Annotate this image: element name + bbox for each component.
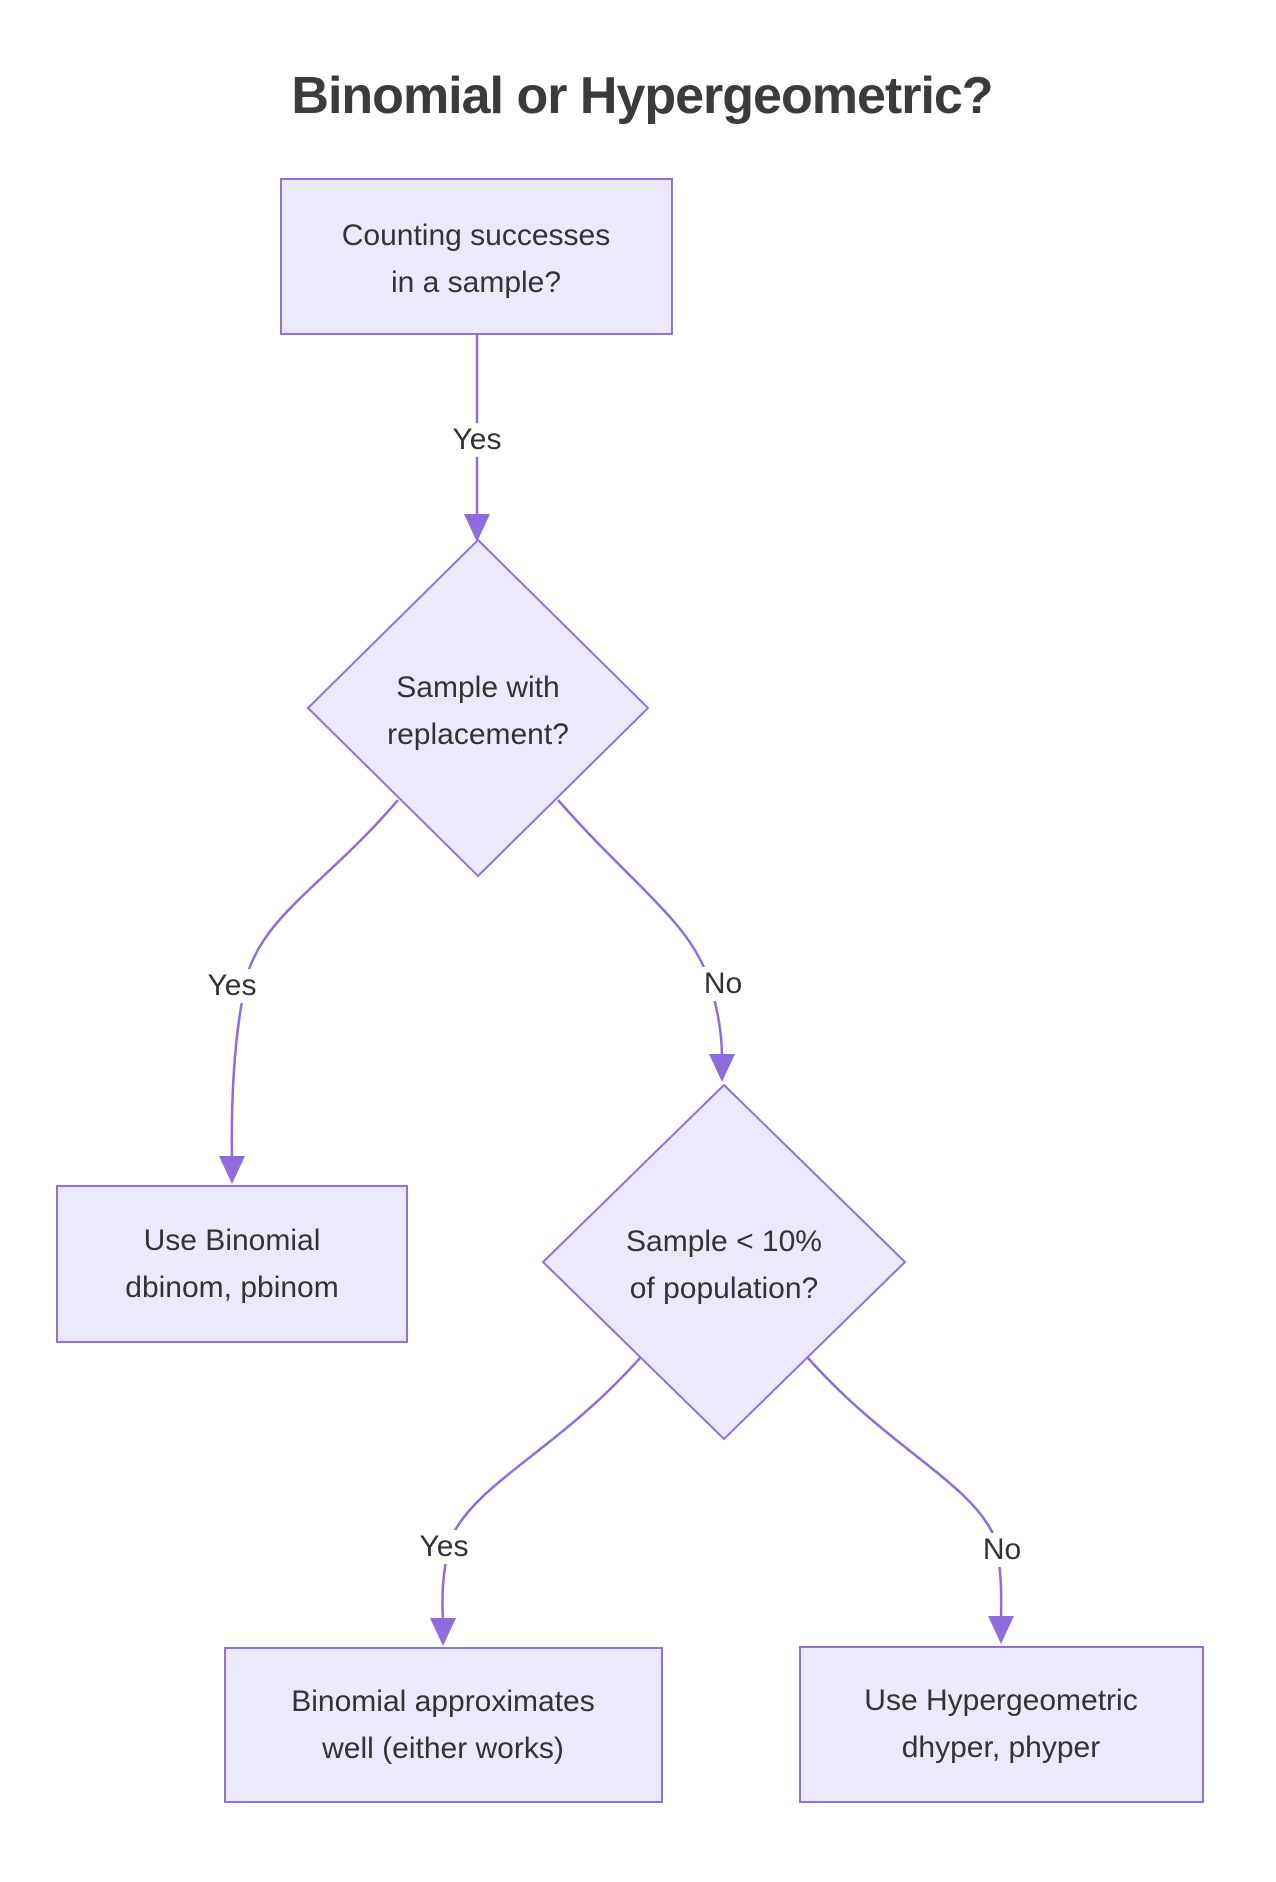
replacement-decision-diamond xyxy=(306,538,650,878)
arrowhead-replacement-to-sample xyxy=(709,1054,735,1082)
counting-node-label: Counting successes in a sample? xyxy=(342,212,610,306)
binomial-approx-node-line1: Binomial approximates xyxy=(291,1685,595,1718)
edge-sample-to-hypergeometric xyxy=(807,1357,1003,1621)
arrowhead-sample-to-hypergeometric xyxy=(988,1616,1014,1644)
replacement-node-line2: replacement? xyxy=(387,718,569,751)
sample-10pct-node-line2: of population? xyxy=(629,1272,819,1305)
edge-label-sample-no: No xyxy=(977,1533,1027,1567)
edge-label-replacement-no: No xyxy=(698,967,748,1001)
binomial-approx-node-label: Binomial approximates well (either works… xyxy=(291,1678,594,1772)
replacement-node-line1: Sample with xyxy=(396,671,560,704)
counting-node-box xyxy=(280,178,673,335)
replacement-node-label: Sample with replacement? xyxy=(387,664,569,758)
edge-replacement-to-sample xyxy=(557,799,724,1059)
use-binomial-node-line1: Use Binomial xyxy=(143,1224,321,1257)
use-binomial-node-line2: dbinom, pbinom xyxy=(125,1271,339,1304)
use-hypergeometric-node-line2: dhyper, phyper xyxy=(901,1731,1101,1764)
binomial-approx-node-box xyxy=(224,1647,663,1803)
use-binomial-node-label: Use Binomial dbinom, pbinom xyxy=(125,1217,338,1311)
counting-node-line1: Counting successes xyxy=(341,219,611,252)
counting-node-line2: in a sample? xyxy=(390,266,562,299)
edge-label-counting-yes: Yes xyxy=(447,423,507,457)
page-title: Binomial or Hypergeometric? xyxy=(291,67,993,125)
arrowhead-replacement-to-binomial xyxy=(219,1156,245,1184)
use-hypergeometric-node-label: Use Hypergeometric dhyper, phyper xyxy=(864,1677,1137,1771)
arrowhead-sample-to-approx xyxy=(430,1618,456,1646)
sample-10pct-node-label: Sample < 10% of population? xyxy=(626,1218,822,1312)
binomial-approx-node-line2: well (either works) xyxy=(322,1732,564,1765)
use-hypergeometric-node-box xyxy=(799,1646,1204,1803)
sample-10pct-decision-diamond xyxy=(541,1083,907,1441)
edge-label-sample-yes: Yes xyxy=(414,1530,474,1564)
edge-label-replacement-yes: Yes xyxy=(202,969,262,1003)
use-binomial-node-box xyxy=(56,1185,408,1343)
sample-10pct-node-line1: Sample < 10% xyxy=(626,1225,822,1258)
use-hypergeometric-node-line1: Use Hypergeometric xyxy=(864,1684,1138,1717)
arrowhead-counting-to-replacement xyxy=(464,514,490,542)
edge-sample-to-approx xyxy=(441,1357,641,1623)
